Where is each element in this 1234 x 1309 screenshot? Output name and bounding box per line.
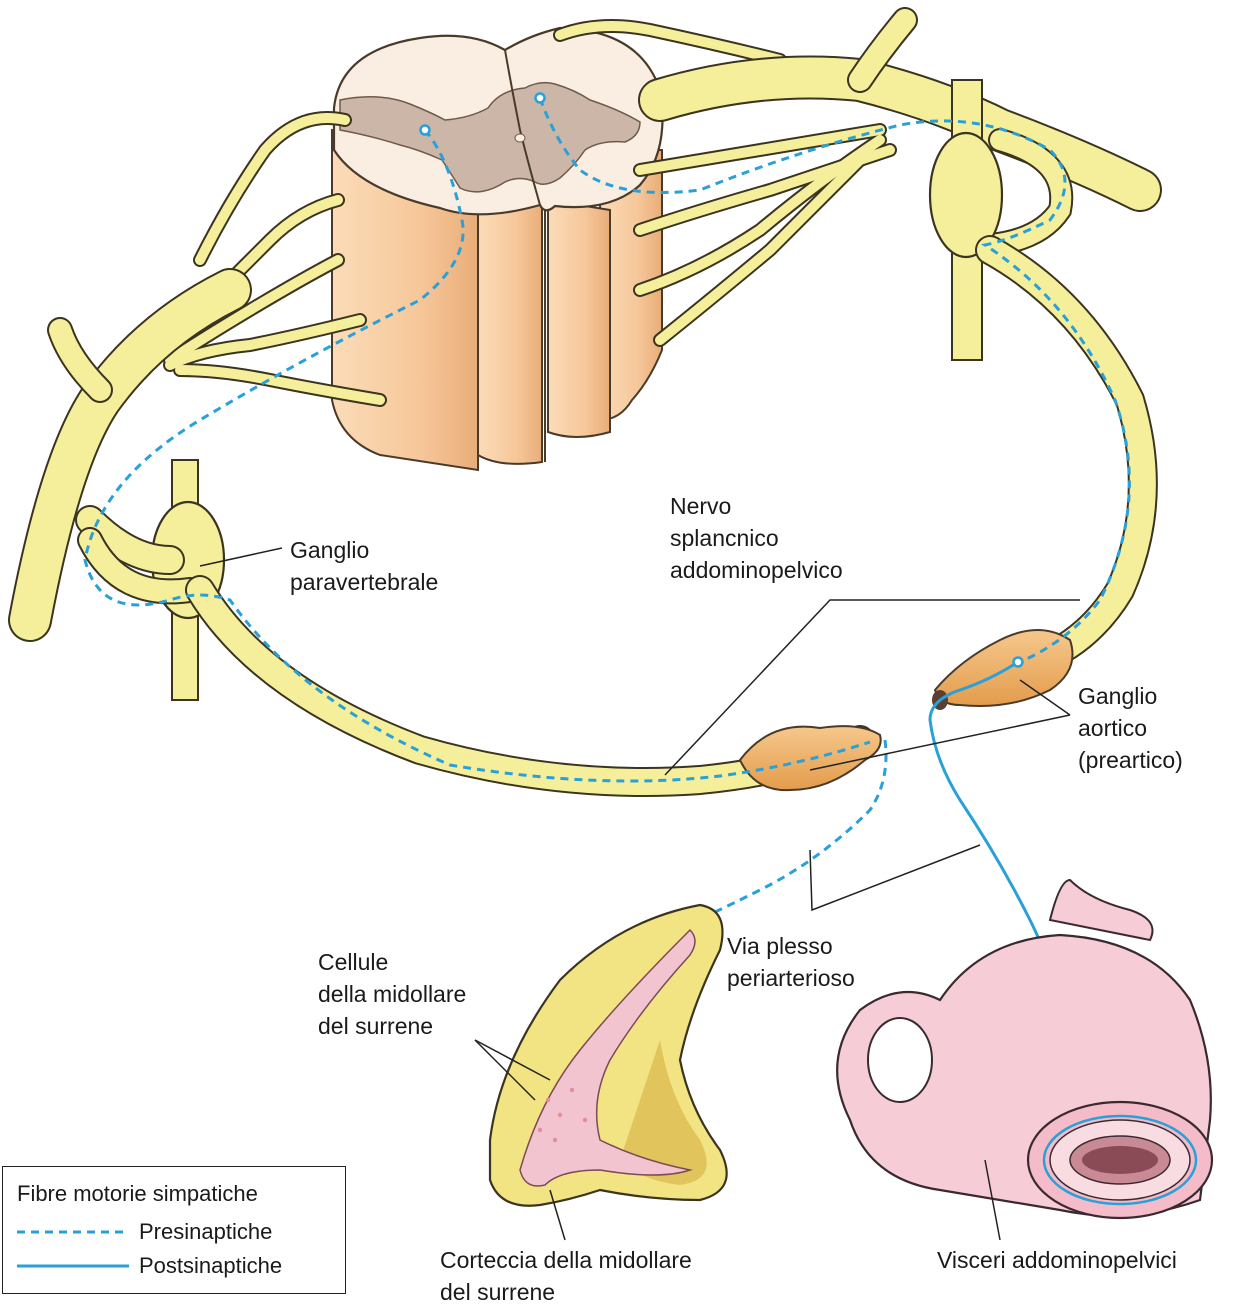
legend-label-postsinaptiche: Postsinaptiche bbox=[139, 1253, 282, 1279]
label-ganglio-aortico: Ganglio aortico (preartico) bbox=[1078, 680, 1183, 776]
legend-row-presinaptiche: Presinaptiche bbox=[17, 1217, 272, 1247]
legend: Fibre motorie simpatiche Presinaptiche P… bbox=[2, 1166, 346, 1294]
label-visceri: Visceri addominopelvici bbox=[937, 1244, 1177, 1276]
legend-row-postsinaptiche: Postsinaptiche bbox=[17, 1251, 282, 1281]
label-corteccia: Corteccia della midollare del surrene bbox=[440, 1244, 692, 1308]
label-via-plesso: Via plesso periarterioso bbox=[727, 930, 855, 994]
dashed-line-swatch bbox=[17, 1227, 129, 1237]
legend-label-presinaptiche: Presinaptiche bbox=[139, 1219, 272, 1245]
label-cellule-midollare: Cellule della midollare del surrene bbox=[318, 946, 466, 1042]
adrenal-gland bbox=[490, 905, 727, 1206]
aortic-ganglia bbox=[740, 630, 1073, 790]
label-ganglio-paravertebrale: Ganglio paravertebrale bbox=[290, 534, 438, 598]
viscera bbox=[837, 880, 1212, 1218]
label-nervo-splancnico: Nervo splancnico addominopelvico bbox=[670, 490, 843, 586]
solid-line-swatch bbox=[17, 1261, 129, 1271]
legend-title: Fibre motorie simpatiche bbox=[17, 1181, 258, 1207]
